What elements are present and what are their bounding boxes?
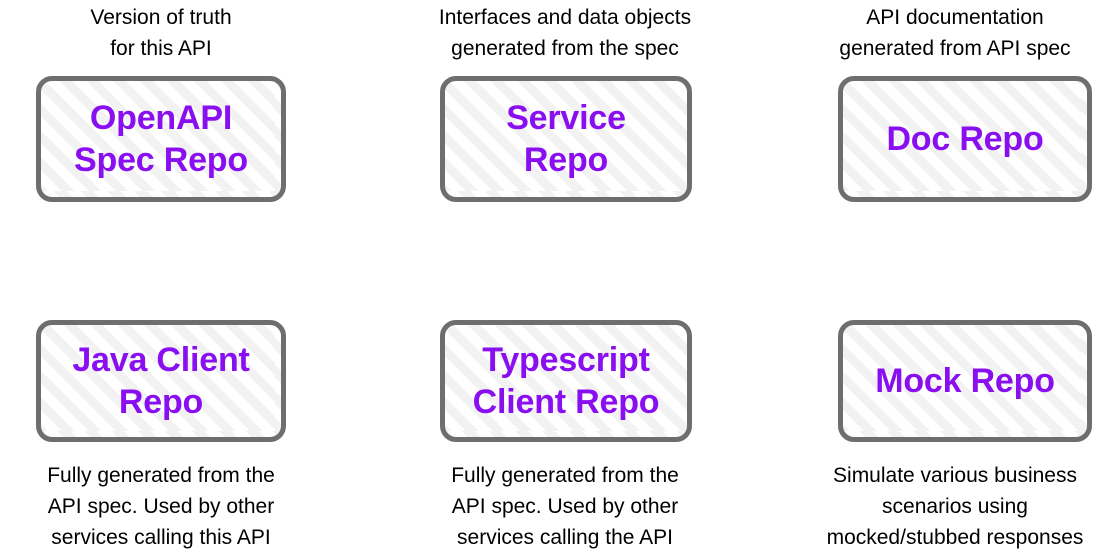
caption-java-client-repo-bottom: Fully generated from the API spec. Used … (47, 464, 275, 549)
node-java-client-repo: Java Client Repo Fully generated from th… (0, 300, 322, 554)
repo-title-service-repo: Service Repo (506, 99, 626, 179)
repo-box-doc-repo[interactable]: Doc Repo (838, 76, 1096, 206)
caption-service-repo-top: Interfaces and data objects generated fr… (438, 6, 692, 60)
repo-box-java-client-repo[interactable]: Java Client Repo (36, 320, 290, 446)
caption-typescript-client-repo-bottom: Fully generated from the API spec. Used … (451, 464, 679, 549)
node-mock-repo: Mock Repo Simulate various business scen… (800, 300, 1110, 554)
repo-title-java-client-repo: Java Client Repo (72, 341, 250, 421)
caption-doc-repo-top: API documentation generated from API spe… (839, 6, 1071, 60)
repo-box-mock-repo[interactable]: Mock Repo (838, 320, 1096, 446)
repo-box-openapi-spec-repo[interactable]: OpenAPI Spec Repo (36, 76, 290, 206)
repo-title-doc-repo: Doc Repo (886, 120, 1044, 158)
repo-title-openapi-spec-repo: OpenAPI Spec Repo (74, 99, 248, 179)
node-doc-repo: API documentation generated from API spe… (800, 0, 1110, 240)
repo-box-typescript-client-repo[interactable]: Typescript Client Repo (440, 320, 696, 446)
caption-openapi-spec-repo-top: Version of truth for this API (90, 6, 232, 60)
node-service-repo: Interfaces and data objects generated fr… (400, 0, 730, 240)
repo-box-service-repo[interactable]: Service Repo (440, 76, 696, 206)
repo-title-mock-repo: Mock Repo (875, 362, 1055, 400)
repo-title-typescript-client-repo: Typescript Client Repo (472, 341, 660, 421)
caption-mock-repo-bottom: Simulate various business scenarios usin… (826, 464, 1084, 549)
node-openapi-spec-repo: Version of truth for this API OpenAPI Sp… (0, 0, 322, 240)
node-typescript-client-repo: Typescript Client Repo Fully generated f… (400, 300, 730, 554)
